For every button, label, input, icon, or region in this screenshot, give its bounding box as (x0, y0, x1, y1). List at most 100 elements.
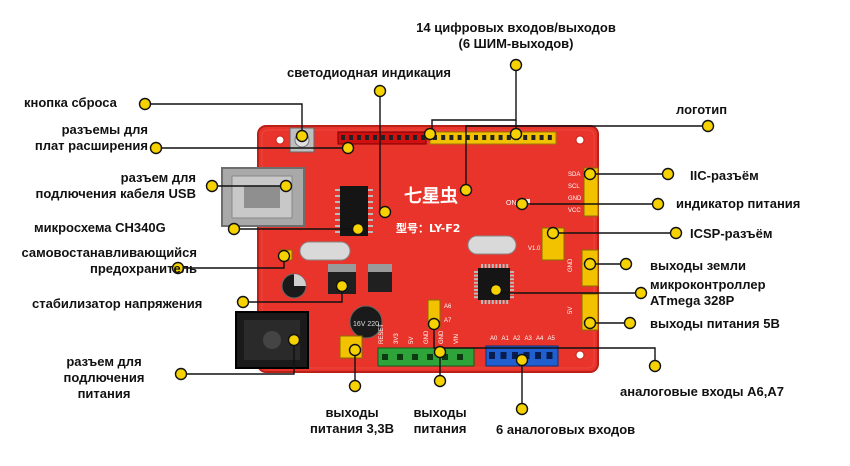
header-pin (523, 135, 528, 140)
voltage-regulator (328, 264, 392, 294)
header-pin (405, 135, 409, 140)
chip-leg (506, 300, 509, 304)
chip-leg (335, 213, 340, 215)
chip-leg (335, 189, 340, 191)
iic-pin-label: VCC (568, 208, 581, 214)
analog-pin (535, 352, 541, 359)
a6-text: A6 (444, 304, 452, 310)
callout-dot (515, 402, 529, 416)
callout-dot (174, 367, 188, 381)
chip-leg (474, 289, 478, 291)
callout-dot (583, 316, 597, 330)
header-pin (506, 135, 511, 140)
header-pin (465, 135, 470, 140)
label-gnd-out: выходы земли (650, 258, 746, 273)
label-iic: IIC-разъём (690, 168, 759, 183)
chip-leg (510, 296, 514, 299)
header-pin (341, 135, 345, 140)
label-out-3v3: выходы питания 3,3В (310, 405, 394, 436)
chip-leg (484, 300, 487, 304)
v5-side-text: 5V (568, 307, 574, 314)
callout-dot (651, 197, 665, 211)
chip-leg (368, 189, 373, 191)
analog-pin-label: A4 (536, 336, 544, 342)
header-pin (365, 135, 369, 140)
callout-dot (227, 222, 241, 236)
crystal-right (467, 235, 517, 255)
analog-pin (546, 352, 553, 359)
iic-pin-label: SDA (568, 172, 580, 178)
chip-leg (510, 274, 514, 277)
callout-dot (433, 374, 447, 388)
power-header-green (377, 347, 475, 367)
power-pin (382, 354, 388, 360)
crystal-text: V1.0 (528, 246, 541, 252)
callout-dot (171, 261, 185, 275)
callout-dot (459, 183, 473, 197)
a7-text: A7 (444, 318, 452, 324)
header-pin (413, 135, 417, 140)
callout-dot (335, 279, 349, 293)
header-pin (381, 135, 385, 140)
callout-dot (205, 179, 219, 193)
chip-leg (484, 264, 487, 268)
power-pin-label: VIN (454, 334, 460, 344)
callout-dot (433, 345, 447, 359)
header-pin (498, 135, 503, 140)
callout-line (145, 103, 303, 130)
label-analog-6: 6 аналоговых входов (496, 422, 636, 437)
analog-pin-label: A2 (513, 336, 521, 342)
chip-leg (474, 271, 478, 273)
chip-leg (335, 201, 340, 203)
header-pin (421, 135, 425, 140)
callout-line (465, 125, 708, 192)
callout-dot (648, 359, 662, 373)
header-pin (397, 135, 401, 140)
chip-leg (474, 285, 478, 288)
callout-dot (489, 283, 503, 297)
chip-leg (474, 278, 478, 281)
chip-leg (474, 296, 478, 299)
callout-line (433, 326, 656, 366)
header-pin (539, 135, 544, 140)
power-pin (397, 354, 403, 360)
power-pin (412, 354, 418, 360)
chip-leg (368, 219, 373, 221)
label-shield-headers: разъемы для плат расширения (34, 122, 148, 153)
callout-dot (149, 141, 163, 155)
label-power-jack: разъем для подлючения питания (63, 354, 145, 401)
label-led-indication: светодиодная индикация (287, 65, 452, 80)
callout-dot (583, 167, 597, 181)
header-pin (474, 135, 478, 140)
callout-dot (348, 343, 362, 357)
header-pin (449, 135, 454, 140)
chip-leg (368, 201, 373, 203)
chip-leg (481, 300, 483, 304)
callout-dot (669, 226, 683, 240)
power-pin (457, 354, 463, 360)
board-logo: 七星虫 (404, 185, 458, 207)
header-pin (531, 135, 536, 140)
chip-leg (474, 274, 478, 277)
callout-dot (295, 129, 309, 143)
power-pin-label: GND (439, 330, 445, 344)
callout-dot (515, 197, 529, 211)
label-usb-connector: разъем для подлючения кабеля USB (35, 170, 196, 201)
chip-leg (502, 300, 505, 304)
callout-dot (509, 127, 523, 141)
label-out-5v: выходы питания 5В (650, 316, 780, 331)
label-out-power: выходы питания (413, 405, 467, 436)
power-pin-label: GND (424, 330, 430, 344)
callout-dot (546, 226, 560, 240)
callout-dot (138, 97, 152, 111)
capacitor-text: 16V 220 (353, 321, 379, 328)
header-pin (373, 135, 377, 140)
callout-dot (341, 141, 355, 155)
header-pin (349, 135, 353, 140)
chip-leg (335, 195, 340, 197)
callout-dot (619, 257, 633, 271)
callout-dot (701, 119, 715, 133)
gnd-side-text: GND (568, 258, 574, 272)
header-pin (389, 135, 393, 140)
